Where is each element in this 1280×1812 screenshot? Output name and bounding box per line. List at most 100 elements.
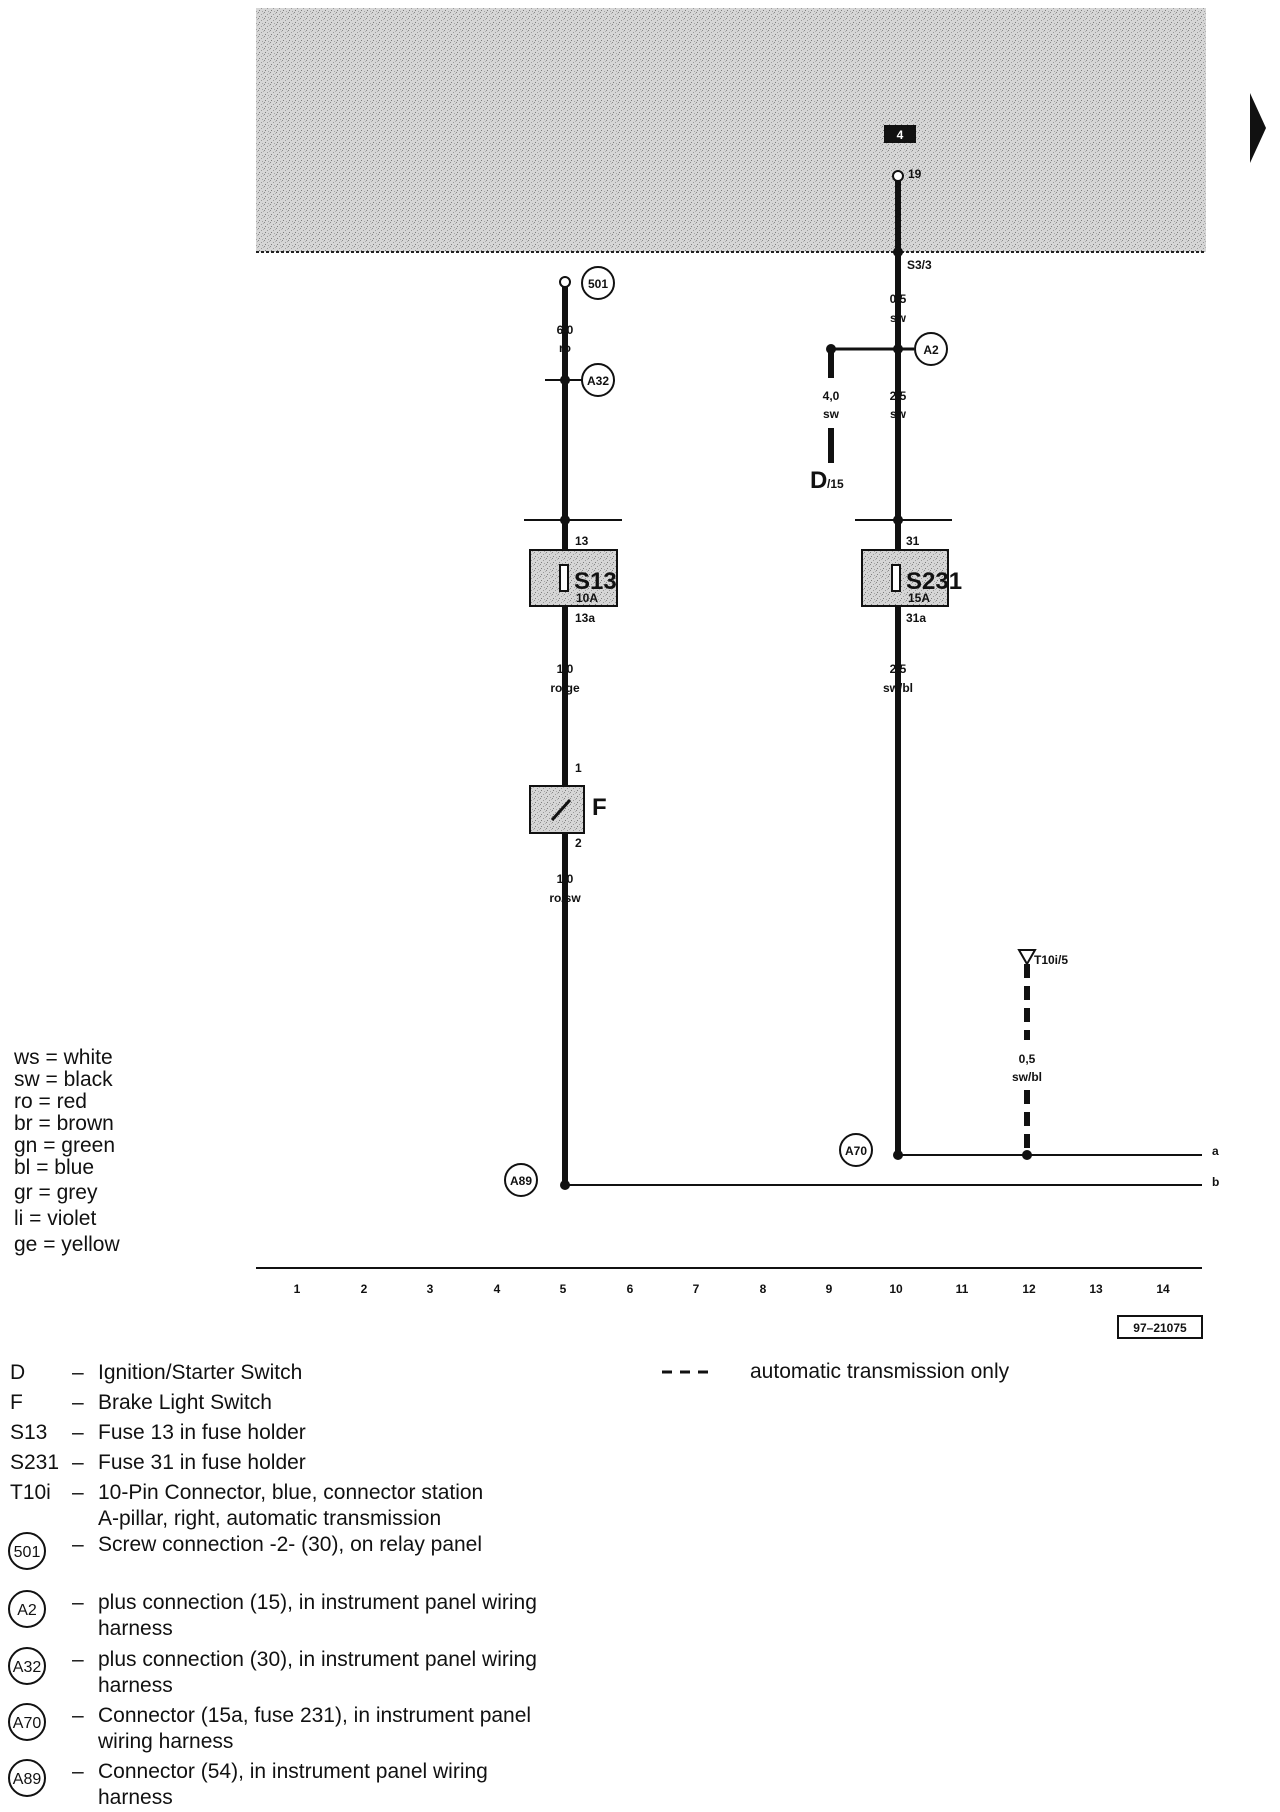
grid-number: 7 <box>693 1282 700 1296</box>
legend-entry: gr = grey <box>14 1181 98 1204</box>
relay-panel: 4 19 S3/3 <box>256 8 1206 272</box>
legend-entry: bl = blue <box>14 1156 94 1179</box>
brake-light-switch-f <box>529 785 585 834</box>
svg-text:A70: A70 <box>845 1144 867 1158</box>
fuse-box-number: 4 <box>897 128 904 142</box>
key-desc: Ignition/Starter Switch <box>98 1361 302 1384</box>
legend-entry: sw = black <box>14 1068 113 1091</box>
fuse-s13-holder <box>529 549 618 607</box>
terminal-19-label: 19 <box>908 167 922 181</box>
connector-t10i-icon <box>1017 949 1037 967</box>
legend-entry: gn = green <box>14 1134 115 1157</box>
wire-label-color: ro/ge <box>550 681 580 695</box>
fuse-s231-name: S231 <box>906 568 962 595</box>
fuse-s13-pin-in: 13 <box>575 534 589 548</box>
bus-label-a: a <box>1212 1144 1219 1158</box>
grid-number: 9 <box>826 1282 833 1296</box>
fuse-box-number-badge <box>884 125 916 143</box>
circuit-column-12: T10i/5 0,5 sw/bl <box>1012 949 1068 1160</box>
wire-label-size: 0,5 <box>890 292 907 306</box>
wire-label-size: 1,0 <box>557 872 574 886</box>
key-desc: Fuse 13 in fuse holder <box>98 1421 306 1444</box>
key-desc: Fuse 31 in fuse holder <box>98 1451 306 1474</box>
switch-f-pin-out: 2 <box>575 836 582 850</box>
wire-label-color: sw <box>890 407 907 421</box>
key-code: S13 <box>10 1421 47 1444</box>
bus-label-b: b <box>1212 1175 1219 1189</box>
switch-f-pin-in: 1 <box>575 761 582 775</box>
legend-entry: ge = yellow <box>14 1233 120 1256</box>
key-code: A89 <box>13 1771 42 1788</box>
key-dash: – <box>72 1760 84 1783</box>
grid-number: 13 <box>1089 1282 1103 1296</box>
key-dash: – <box>72 1421 84 1444</box>
diagram-id: 97–21075 <box>1133 1321 1187 1335</box>
wire-label-size: 6,0 <box>557 323 574 337</box>
svg-text:A32: A32 <box>587 374 609 388</box>
switch-f-name: F <box>592 794 607 821</box>
key-dash: – <box>72 1533 84 1556</box>
connector-t10i-name: T10i/5 <box>1034 953 1068 967</box>
key-desc: 10-Pin Connector, blue, connector statio… <box>98 1481 483 1504</box>
grid-number: 11 <box>956 1282 969 1296</box>
key-desc: Connector (54), in instrument panel wiri… <box>98 1760 488 1783</box>
key-code: A2 <box>17 1602 37 1619</box>
wire-label-color: sw/bl <box>1012 1070 1042 1084</box>
grid-number: 12 <box>1022 1282 1036 1296</box>
key-code: D <box>10 1361 25 1384</box>
wire-label-size: 2,5 <box>890 662 907 676</box>
legend-entry: br = brown <box>14 1112 114 1135</box>
key-desc: wiring harness <box>97 1730 233 1753</box>
wire-label-color: ro/sw <box>549 891 581 905</box>
key-desc: harness <box>98 1617 173 1640</box>
key-code: S231 <box>10 1451 59 1474</box>
key-dash: – <box>72 1361 84 1384</box>
fuse-s13-pin-out: 13a <box>575 611 595 625</box>
color-code-legend: ws = white sw = black ro = red br = brow… <box>13 1046 120 1256</box>
grid-number: 8 <box>760 1282 767 1296</box>
key-desc: A-pillar, right, automatic transmission <box>98 1507 441 1530</box>
grid-ruler: 1 2 3 4 5 6 7 8 9 10 11 12 13 14 97–2107… <box>256 1267 1203 1339</box>
legend-entry: ro = red <box>14 1090 87 1113</box>
key-desc: harness <box>98 1674 173 1697</box>
fuse-s231-holder <box>861 549 949 607</box>
key-desc: Connector (15a, fuse 231), in instrument… <box>98 1704 531 1727</box>
key-dash: – <box>72 1591 84 1614</box>
wire-label-size: 1,0 <box>557 662 574 676</box>
fuse-s13-rating: 10A <box>576 591 598 605</box>
connector-a32: A32 <box>581 363 615 397</box>
key-code: A70 <box>13 1715 42 1732</box>
key-desc: plus connection (15), in instrument pane… <box>98 1591 537 1614</box>
component-key: D – Ignition/Starter Switch F – Brake Li… <box>8 1361 537 1809</box>
grid-number: 3 <box>427 1282 434 1296</box>
wire-label-color: ro <box>559 341 571 355</box>
key-code: T10i <box>10 1481 51 1504</box>
grid-number: 4 <box>494 1282 501 1296</box>
key-code: F <box>10 1391 23 1414</box>
key-desc: Brake Light Switch <box>98 1391 272 1414</box>
key-dash: – <box>72 1704 84 1727</box>
grid-number: 14 <box>1156 1282 1170 1296</box>
fuse-s13-symbol-icon <box>559 564 569 592</box>
key-desc: Screw connection -2- (30), on relay pane… <box>98 1533 482 1556</box>
connector-a2: A2 <box>914 332 948 366</box>
key-dash: – <box>72 1481 84 1504</box>
key-desc: harness <box>98 1786 173 1809</box>
grid-number: 10 <box>889 1282 903 1296</box>
terminal-s3-3-label: S3/3 <box>907 258 932 272</box>
key-dash: – <box>72 1391 84 1414</box>
legend-entry: li = violet <box>14 1207 96 1230</box>
key-dash: – <box>72 1451 84 1474</box>
fuse-s231-symbol-icon <box>891 564 901 592</box>
connector-501: 501 <box>581 266 615 300</box>
dashed-line-note-text: automatic transmission only <box>750 1360 1010 1383</box>
grid-number: 1 <box>294 1282 301 1296</box>
diagram-id-box <box>1117 1315 1203 1339</box>
wire-label-size: 0,5 <box>1019 1052 1036 1066</box>
bus-lines: a b <box>565 1144 1219 1189</box>
fuse-s13-name: S13 <box>574 568 617 595</box>
key-code: A32 <box>13 1659 42 1676</box>
circuit-column-5: 501 6,0 ro A32 S13 10A 13 13a 1,0 ro/ge … <box>504 266 622 1197</box>
wire-label-color: sw <box>823 407 840 421</box>
